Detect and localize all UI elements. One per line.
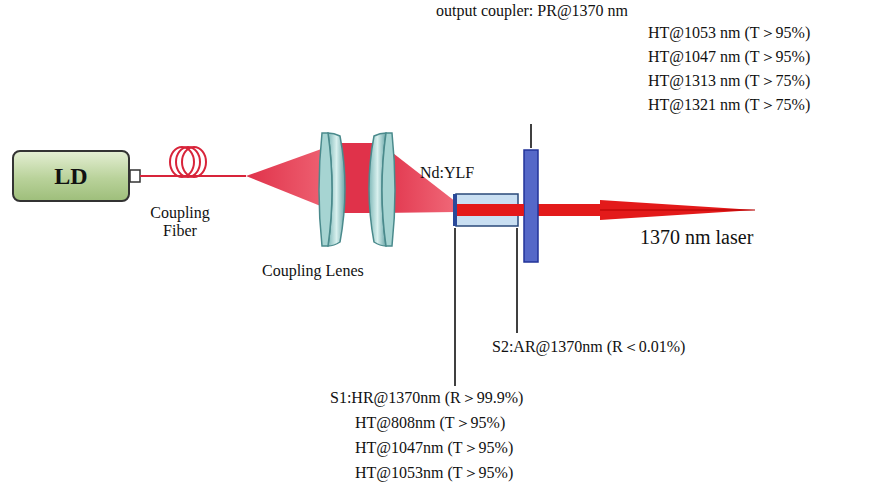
part-name: Coupling Lenes — [262, 262, 364, 280]
part-name: Nd:YLF — [420, 164, 474, 182]
laser-arrow — [600, 200, 755, 220]
s1-coating — [453, 194, 457, 226]
leader-line — [530, 124, 532, 148]
lens-edge — [382, 133, 395, 246]
part-name: Coupling Fiber — [140, 204, 220, 241]
laser-arrow-axis — [600, 210, 755, 211]
coating-spec: HT@1313 nm (T＞75%) — [648, 72, 810, 90]
output-coupler — [524, 150, 538, 262]
lens-edge — [319, 133, 332, 246]
coating-spec: HT@1047nm (T＞95%) — [355, 439, 513, 457]
coating-spec: output coupler: PR@1370 nm — [436, 2, 628, 20]
leader-line — [454, 228, 456, 386]
ld-port — [130, 170, 140, 182]
laser-diode-box: LD — [12, 150, 130, 202]
coating-spec: HT@1321 nm (T＞75%) — [648, 96, 810, 114]
coating-spec: S2:AR@1370nm (R＜0.01%) — [492, 338, 685, 356]
coating-spec: S1:HR@1370nm (R＞99.9%) — [330, 389, 523, 407]
node-label: LD — [54, 163, 87, 190]
coating-spec: HT@1053nm (T＞95%) — [355, 464, 513, 482]
coating-spec: HT@808nm (T＞95%) — [355, 414, 505, 432]
intracavity-beam — [457, 204, 524, 216]
beam-label: 1370 nm laser — [640, 226, 753, 249]
fiber-coil — [170, 147, 206, 177]
leader-line — [516, 228, 518, 333]
coating-spec: HT@1053 nm (T＞95%) — [648, 24, 810, 42]
coating-spec: HT@1047 nm (T＞95%) — [648, 48, 810, 66]
